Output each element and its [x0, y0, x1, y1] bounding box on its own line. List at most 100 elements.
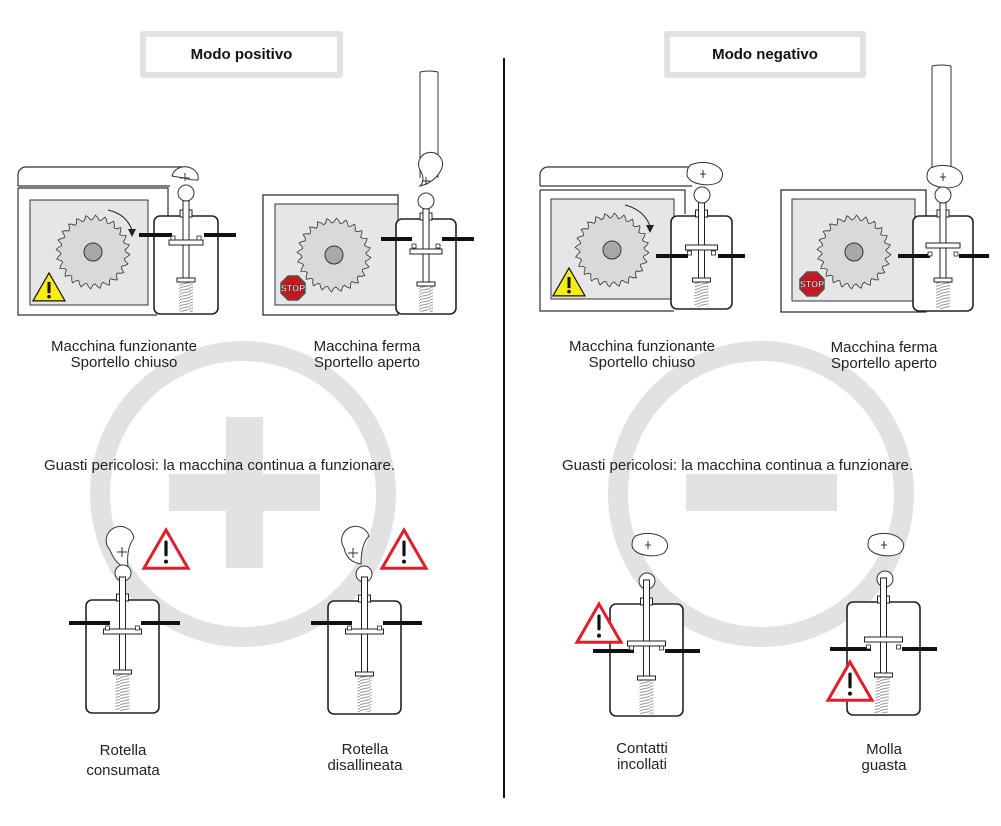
contact-pad: [687, 250, 692, 256]
caption-line: guasta: [861, 757, 907, 774]
caption-line: Sportello aperto: [831, 355, 937, 372]
minus-sign: [686, 474, 837, 511]
fixed-contact-right: [902, 647, 937, 651]
fixed-contact-left: [593, 649, 634, 653]
cam-center-mark: [645, 541, 651, 549]
spring-seat: [637, 675, 656, 681]
fixed-contact-left: [139, 233, 172, 237]
roller-icon: [693, 186, 711, 204]
plus-sign-horizontal: [169, 474, 320, 511]
door-open: [931, 64, 952, 168]
caption-line: Sportello chiuso: [588, 354, 696, 371]
fixed-contact-right: [383, 621, 422, 625]
contact-pad: [953, 251, 959, 257]
caption-positive-running: Macchina funzionante Sportello chiuso: [51, 339, 197, 371]
minus-circle-symbol: [608, 341, 914, 647]
danger-exclamation: [597, 614, 601, 631]
contact-pad: [927, 251, 933, 257]
contact-bridge: [168, 239, 204, 246]
cam-center-mark: [940, 173, 946, 181]
spring-seat: [416, 281, 436, 287]
contact-bridge: [864, 636, 903, 643]
spring-broken: [874, 676, 891, 713]
contact-bridge: [685, 244, 718, 251]
danger-dot: [402, 559, 406, 564]
rotation-arrow: [107, 209, 133, 231]
caption-line: Sportello chiuso: [70, 354, 178, 371]
failure-worn-roller: [69, 525, 191, 714]
contact-pad: [896, 644, 901, 650]
scene-negative-stopped: STOP: [780, 64, 989, 313]
contact-bridge: [409, 248, 443, 255]
switch-plunger-rod: [880, 577, 887, 674]
warning-exclamation: [47, 281, 51, 294]
roller-icon: [417, 192, 435, 210]
caption-line: Macchina funzionante: [51, 338, 197, 355]
fixed-contact-left: [381, 237, 412, 241]
rotation-arrow: [624, 204, 651, 227]
machine-guard: [539, 189, 686, 312]
failure-misaligned-roller: [311, 525, 429, 715]
scene-negative-running: [539, 162, 745, 312]
caption-failure-broken-spring: Molla guasta: [861, 742, 906, 774]
door-lid: [17, 166, 188, 186]
contact-bridge: [925, 242, 961, 249]
spring-seat: [176, 277, 196, 283]
warning-dot: [567, 289, 571, 294]
cam-center-mark: [180, 173, 190, 181]
scene-positive-running: [17, 166, 236, 316]
failure-broken-spring: [825, 533, 937, 716]
saw-arbor: [844, 242, 864, 262]
warning-exclamation: [567, 276, 571, 289]
spring: [936, 281, 950, 309]
spring: [694, 281, 709, 307]
fixed-contact-left: [311, 621, 352, 625]
door-lid: [539, 166, 695, 186]
saw-arbor: [324, 245, 344, 265]
contact-bridge: [103, 628, 142, 635]
caption-negative-running: Macchina funzionante Sportello chiuso: [569, 339, 715, 371]
failures-note-negative: Guasti pericolosi: la macchina continua …: [562, 457, 914, 474]
contact-pad: [196, 235, 202, 241]
scene-positive-stopped: STOP: [262, 70, 474, 316]
fixed-contact-left: [898, 254, 930, 258]
danger-exclamation: [848, 672, 852, 689]
stop-sign-label: STOP: [800, 280, 824, 290]
negative-mode-title: Modo negativo: [664, 31, 866, 78]
caption-negative-stopped: Macchina ferma Sportello aperto: [831, 340, 938, 372]
contact-pad: [411, 243, 417, 249]
caption-positive-stopped: Macchina ferma Sportello aperto: [314, 339, 421, 371]
spring: [639, 679, 654, 714]
warning-dot: [47, 294, 51, 299]
switch-plunger-rod: [698, 196, 705, 279]
stop-sign-icon: [799, 271, 825, 297]
fixed-contact-left: [656, 254, 688, 258]
spring: [179, 281, 193, 312]
cam-icon: [418, 151, 444, 187]
positive-mode-title: Modo positivo: [140, 31, 343, 78]
caption-line: Molla: [866, 741, 902, 758]
fixed-contact-left: [69, 621, 110, 625]
cam-center-mark: [700, 170, 706, 178]
danger-dot: [164, 559, 168, 564]
danger-dot: [848, 691, 852, 696]
cam-icon: [341, 525, 370, 565]
stop-sign-label: STOP: [281, 284, 305, 294]
machine-guard: [17, 187, 169, 316]
contact-pad: [659, 645, 664, 651]
caption-line: Rotella: [99, 742, 147, 759]
saw-arbor: [602, 240, 622, 260]
caption-line: Sportello aperto: [314, 354, 420, 371]
caption-line: Macchina ferma: [830, 339, 938, 356]
fixed-contact-left: [830, 647, 871, 651]
contact-pad: [711, 250, 716, 256]
contact-pad: [170, 235, 176, 241]
stop-sign-icon: [280, 275, 306, 301]
caption-line: consumata: [86, 762, 160, 779]
danger-dot: [597, 633, 601, 638]
cam-center-mark: [881, 541, 887, 549]
spring-seat: [355, 671, 374, 677]
fixed-contact-right: [204, 233, 236, 237]
